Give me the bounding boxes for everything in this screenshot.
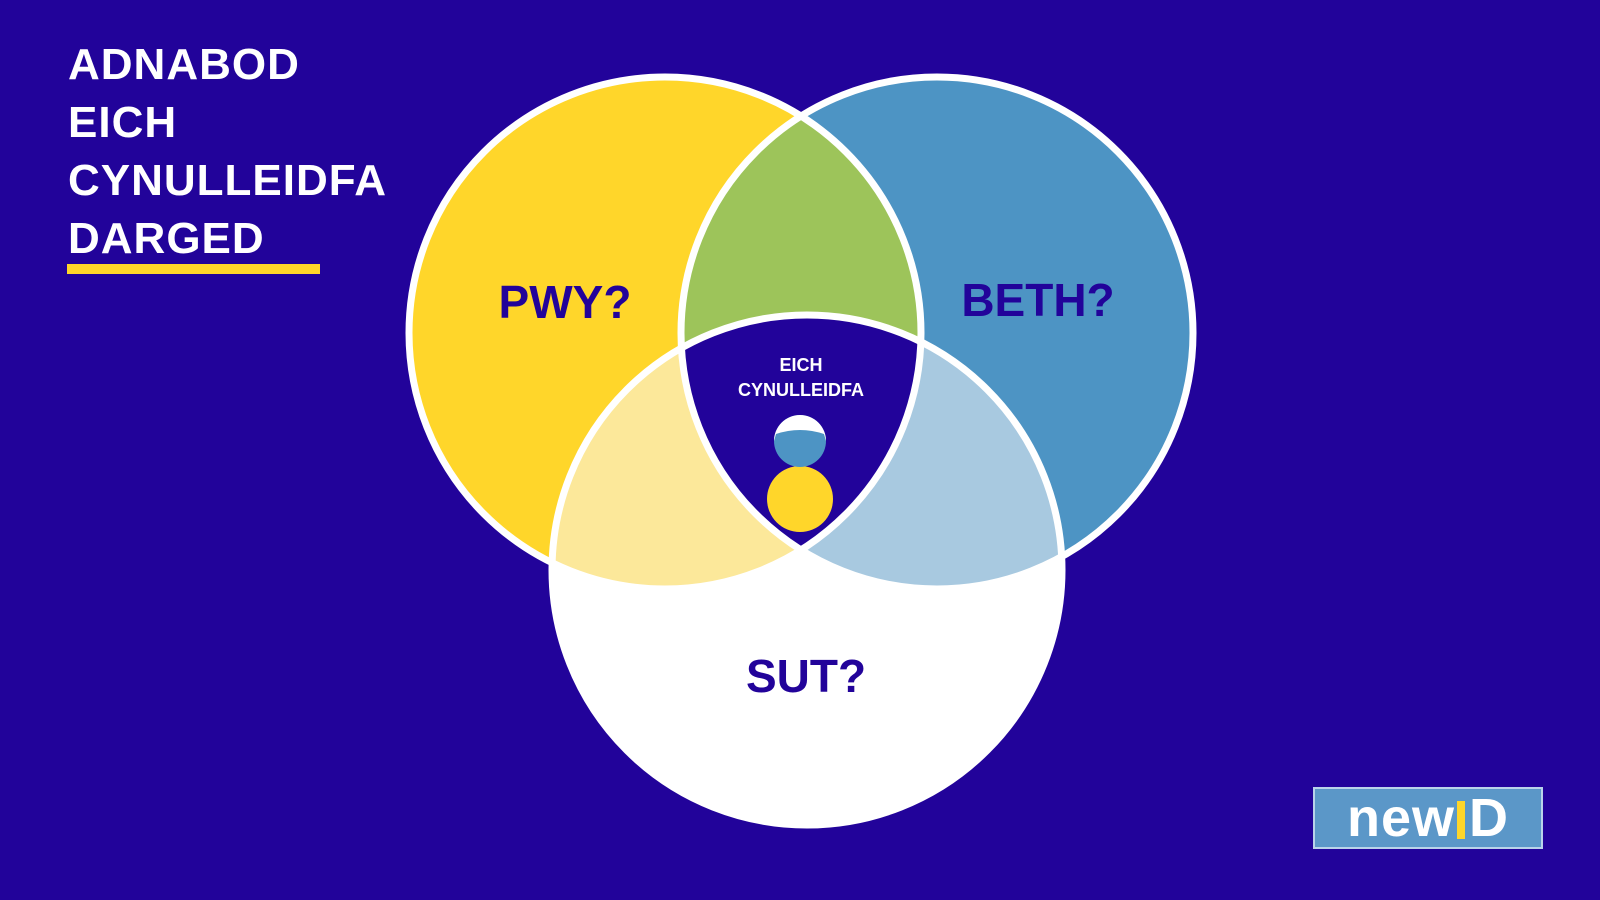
right-circle-outline bbox=[677, 73, 1197, 593]
left-circle-label: PWY? bbox=[499, 276, 632, 328]
title-line-4: DARGED bbox=[68, 214, 265, 263]
title-line-1: ADNABOD bbox=[68, 40, 300, 89]
title-line-2: EICH bbox=[68, 98, 178, 147]
slide-title: ADNABOD EICH CYNULLEIDFA DARGED bbox=[68, 36, 387, 268]
person-icon bbox=[767, 415, 833, 532]
person-hair bbox=[774, 415, 826, 441]
left-circle-outline bbox=[405, 73, 925, 593]
bottom-circle-label: SUT? bbox=[746, 650, 866, 702]
right-circle-label: BETH? bbox=[961, 274, 1114, 326]
title-underline bbox=[67, 264, 320, 274]
person-body bbox=[767, 466, 833, 532]
center-label-line-1: EICH bbox=[779, 355, 822, 375]
bottom-circle-outline bbox=[548, 311, 1066, 829]
logo-i-mark bbox=[1457, 801, 1466, 839]
center-label-line-2: CYNULLEIDFA bbox=[738, 380, 864, 400]
title-line-3: CYNULLEIDFA bbox=[68, 156, 387, 205]
